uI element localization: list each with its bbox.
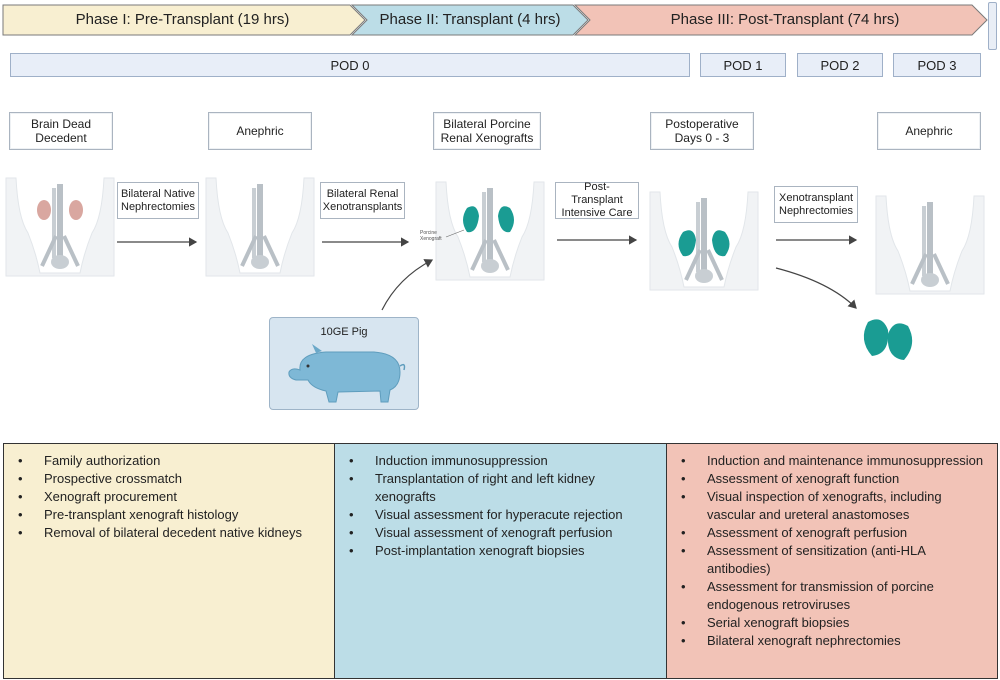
panel-pre-transplant: Family authorization Prospective crossma… [3,443,335,679]
phase-3-chevron [573,4,988,36]
torso-anephric-2 [874,194,986,296]
torso-anephric-1 [204,176,316,278]
list-item: Visual assessment of xenograft perfusion [349,524,658,542]
state-porcine-xenografts: Bilateral Porcine Renal Xenografts [433,112,541,150]
list-item: Transplantation of right and left kidney… [349,470,658,506]
phase-1-chevron [2,4,366,36]
xenograft-tag: Porcine Xenograft [420,230,442,242]
pod-1-bar: POD 1 [700,53,786,77]
pod-0-bar: POD 0 [10,53,690,77]
panel-post-transplant: Induction and maintenance immunosuppress… [666,443,998,679]
torso-postoperative [648,190,760,292]
phase-2-label: Phase II: Transplant (4 hrs) [379,11,561,28]
list-item: Post-implantation xenograft biopsies [349,542,658,560]
list-item: Assessment of xenograft perfusion [681,524,989,542]
pod-3-bar: POD 3 [893,53,981,77]
list-item: Visual inspection of xenografts, includi… [681,488,989,524]
state-brain-dead-decedent: Brain Dead Decedent [9,112,113,150]
list-item: Pre-transplant xenograft histology [18,506,326,524]
list-item: Visual assessment for hyperacute rejecti… [349,506,658,524]
arrow-pig-to-recipient [381,259,434,311]
step-native-nephrectomies: Bilateral Native Nephrectomies [117,182,199,219]
pig-label: 10GE Pig [320,326,368,338]
list-item: Xenograft procurement [18,488,326,506]
phase-banner [2,4,988,36]
pig-donor-box: 10GE Pig [269,317,419,410]
pod-2-bar: POD 2 [797,53,883,77]
explanted-xenografts [863,319,913,360]
list-item: Induction immunosuppression [349,452,658,470]
list-item: Assessment of sensitization (anti-HLA an… [681,542,989,578]
list-item: Removal of bilateral decedent native kid… [18,524,326,542]
list-item: Family authorization [18,452,326,470]
phase-3-label: Phase III: Post-Transplant (74 hrs) [670,11,900,28]
list-item: Serial xenograft biopsies [681,614,989,632]
arrow-explant [775,267,857,309]
list-item: Bilateral xenograft nephrectomies [681,632,989,650]
state-postoperative-days: Postoperative Days 0 - 3 [650,112,754,150]
list-item: Prospective crossmatch [18,470,326,488]
phase-2-chevron [350,4,589,36]
step-renal-xenotransplants: Bilateral Renal Xenotransplants [320,182,405,219]
post-transplant-list: Induction and maintenance immunosuppress… [667,444,997,650]
list-item: Induction and maintenance immunosuppress… [681,452,989,470]
transplant-list: Induction immunosuppression Transplantat… [335,444,666,560]
phase-1-label: Phase I: Pre-Transplant (19 hrs) [75,11,290,28]
step-intensive-care: Post-Transplant Intensive Care [555,181,639,219]
procedure-illustration [4,176,986,360]
torso-brain-dead [4,176,116,278]
list-item: Assessment of xenograft function [681,470,989,488]
state-anephric-2: Anephric [877,112,981,150]
panel-transplant: Induction immunosuppression Transplantat… [334,443,667,679]
torso-xenografts [434,180,546,282]
state-anephric-1: Anephric [208,112,312,150]
pre-transplant-list: Family authorization Prospective crossma… [4,444,334,542]
pig-icon [288,344,406,403]
list-item: Assessment for transmission of porcine e… [681,578,989,614]
scroll-handle [988,2,997,50]
step-xeno-nephrectomies: Xenotransplant Nephrectomies [774,186,858,223]
